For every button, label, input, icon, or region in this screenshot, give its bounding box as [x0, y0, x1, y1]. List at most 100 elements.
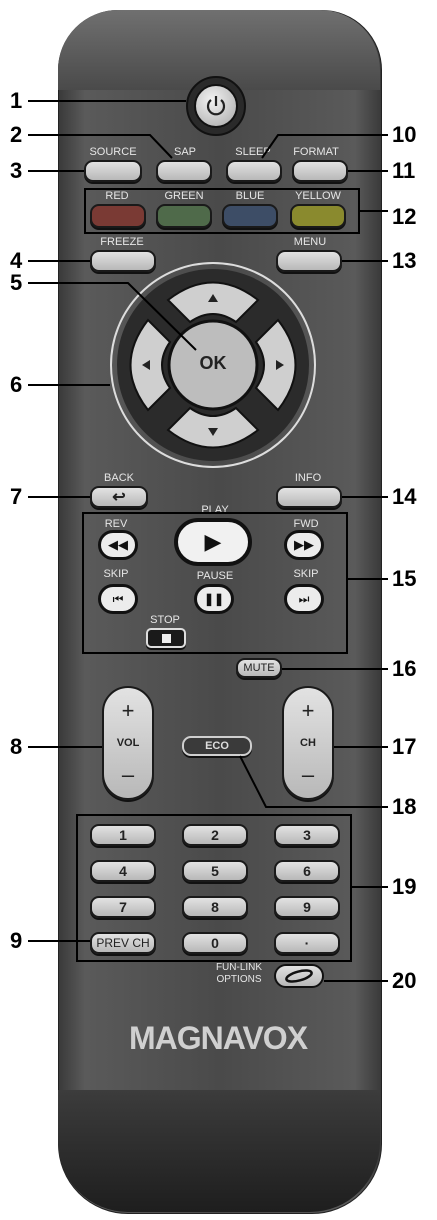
- prev-ch-label: PREV CH: [96, 936, 150, 950]
- source-button[interactable]: [84, 160, 142, 182]
- skip-right-label: SKIP: [293, 568, 319, 580]
- digit-0-button[interactable]: 0: [182, 932, 248, 954]
- rewind-icon: ◀◀: [108, 537, 128, 552]
- info-label: INFO: [294, 472, 322, 484]
- digit-3-button[interactable]: 3: [274, 824, 340, 846]
- red-button[interactable]: [90, 204, 146, 228]
- digit-8-button[interactable]: 8: [182, 896, 248, 918]
- yellow-button[interactable]: [290, 204, 346, 228]
- callout-18: 18: [392, 794, 417, 819]
- skip-left-label: SKIP: [103, 568, 129, 580]
- vol-up-icon: +: [121, 698, 135, 723]
- leader-2: [28, 134, 173, 159]
- ok-label: OK: [199, 353, 227, 373]
- play-icon: ▶: [204, 529, 222, 554]
- ch-label: CH: [300, 737, 316, 749]
- callout-16: 16: [392, 656, 417, 681]
- digit-6-button[interactable]: 6: [274, 860, 340, 882]
- skip-back-button[interactable]: ⏮: [98, 584, 138, 614]
- pause-button[interactable]: ❚❚: [194, 584, 234, 614]
- leader-18: [239, 755, 388, 808]
- digit-4-button[interactable]: 4: [90, 860, 156, 882]
- callout-3: 3: [10, 158, 23, 183]
- back-button[interactable]: ↩: [90, 486, 148, 508]
- options-label: OPTIONS: [216, 974, 262, 985]
- blue-button[interactable]: [222, 204, 278, 228]
- callout-20: 20: [392, 968, 417, 993]
- vol-down-icon: –: [121, 762, 135, 787]
- callout-12: 12: [392, 204, 417, 229]
- yellow-label: YELLOW: [295, 190, 341, 202]
- play-button[interactable]: ▶: [174, 518, 252, 566]
- playback-group-bracket: [82, 512, 348, 654]
- sap-label: SAP: [173, 146, 196, 158]
- red-label: RED: [105, 190, 129, 202]
- callout-8: 8: [10, 734, 23, 759]
- menu-label: MENU: [293, 236, 327, 248]
- up-arrow-icon: [208, 294, 218, 302]
- sap-button[interactable]: [156, 160, 212, 182]
- digit-7-button[interactable]: 7: [90, 896, 156, 918]
- keypad-group-bracket: [76, 814, 352, 962]
- skip-back-icon: ⏮: [112, 591, 124, 606]
- eco-button[interactable]: ECO: [182, 736, 252, 756]
- ch-rocker[interactable]: + CH –: [282, 686, 334, 800]
- dpad-left-button[interactable]: [129, 318, 172, 412]
- callout-9: 9: [10, 928, 23, 953]
- pause-label: PAUSE: [196, 570, 234, 582]
- callout-17: 17: [392, 734, 417, 759]
- back-label: BACK: [104, 472, 134, 484]
- format-button[interactable]: [292, 160, 348, 182]
- callout-13: 13: [392, 248, 417, 273]
- fun-link-options-button[interactable]: [274, 964, 324, 988]
- green-button[interactable]: [156, 204, 212, 228]
- freeze-label: FREEZE: [100, 236, 144, 248]
- mute-label: MUTE: [243, 662, 275, 674]
- blue-label: BLUE: [235, 190, 265, 202]
- digit-2-button[interactable]: 2: [182, 824, 248, 846]
- leader-5: [28, 282, 197, 351]
- down-arrow-icon: [208, 428, 218, 436]
- dot-button[interactable]: ·: [274, 932, 340, 954]
- fwd-label: FWD: [293, 518, 319, 530]
- rev-button[interactable]: ◀◀: [98, 530, 138, 560]
- power-button[interactable]: [194, 84, 238, 128]
- fast-forward-icon: ▶▶: [294, 537, 314, 552]
- sleep-button[interactable]: [226, 160, 282, 182]
- eco-label: ECO: [205, 740, 229, 752]
- mute-button[interactable]: MUTE: [236, 658, 282, 678]
- callout-19: 19: [392, 874, 417, 899]
- ok-button[interactable]: [167, 319, 259, 411]
- dpad-down-button[interactable]: [166, 406, 260, 449]
- skip-forward-button[interactable]: ⏭: [284, 584, 324, 614]
- digit-9-button[interactable]: 9: [274, 896, 340, 918]
- fun-link-ellipse-icon: [285, 969, 313, 983]
- callout-7: 7: [10, 484, 23, 509]
- digit-1-button[interactable]: 1: [90, 824, 156, 846]
- dpad-right-button[interactable]: [254, 318, 297, 412]
- dpad: [110, 262, 316, 468]
- digit-5-button[interactable]: 5: [182, 860, 248, 882]
- leader-10: [261, 134, 388, 159]
- left-arrow-icon: [142, 360, 150, 370]
- callout-1: 1: [10, 88, 23, 113]
- menu-button[interactable]: [276, 250, 342, 272]
- callout-10: 10: [392, 122, 417, 147]
- power-icon: [206, 96, 226, 116]
- stop-button[interactable]: [146, 628, 186, 648]
- callout-4: 4: [10, 248, 23, 273]
- remote-bottom-cap: [58, 1090, 380, 1212]
- dpad-up-button[interactable]: [166, 281, 260, 324]
- stop-icon: [161, 633, 171, 643]
- callout-5: 5: [10, 270, 23, 295]
- fwd-button[interactable]: ▶▶: [284, 530, 324, 560]
- freeze-button[interactable]: [90, 250, 156, 272]
- pause-icon: ❚❚: [203, 592, 225, 606]
- rev-label: REV: [104, 518, 128, 530]
- stop-label: STOP: [150, 614, 180, 626]
- prev-ch-button[interactable]: PREV CH: [90, 932, 156, 954]
- skip-forward-icon: ⏭: [298, 591, 310, 606]
- info-button[interactable]: [276, 486, 342, 508]
- vol-rocker[interactable]: + VOL –: [102, 686, 154, 800]
